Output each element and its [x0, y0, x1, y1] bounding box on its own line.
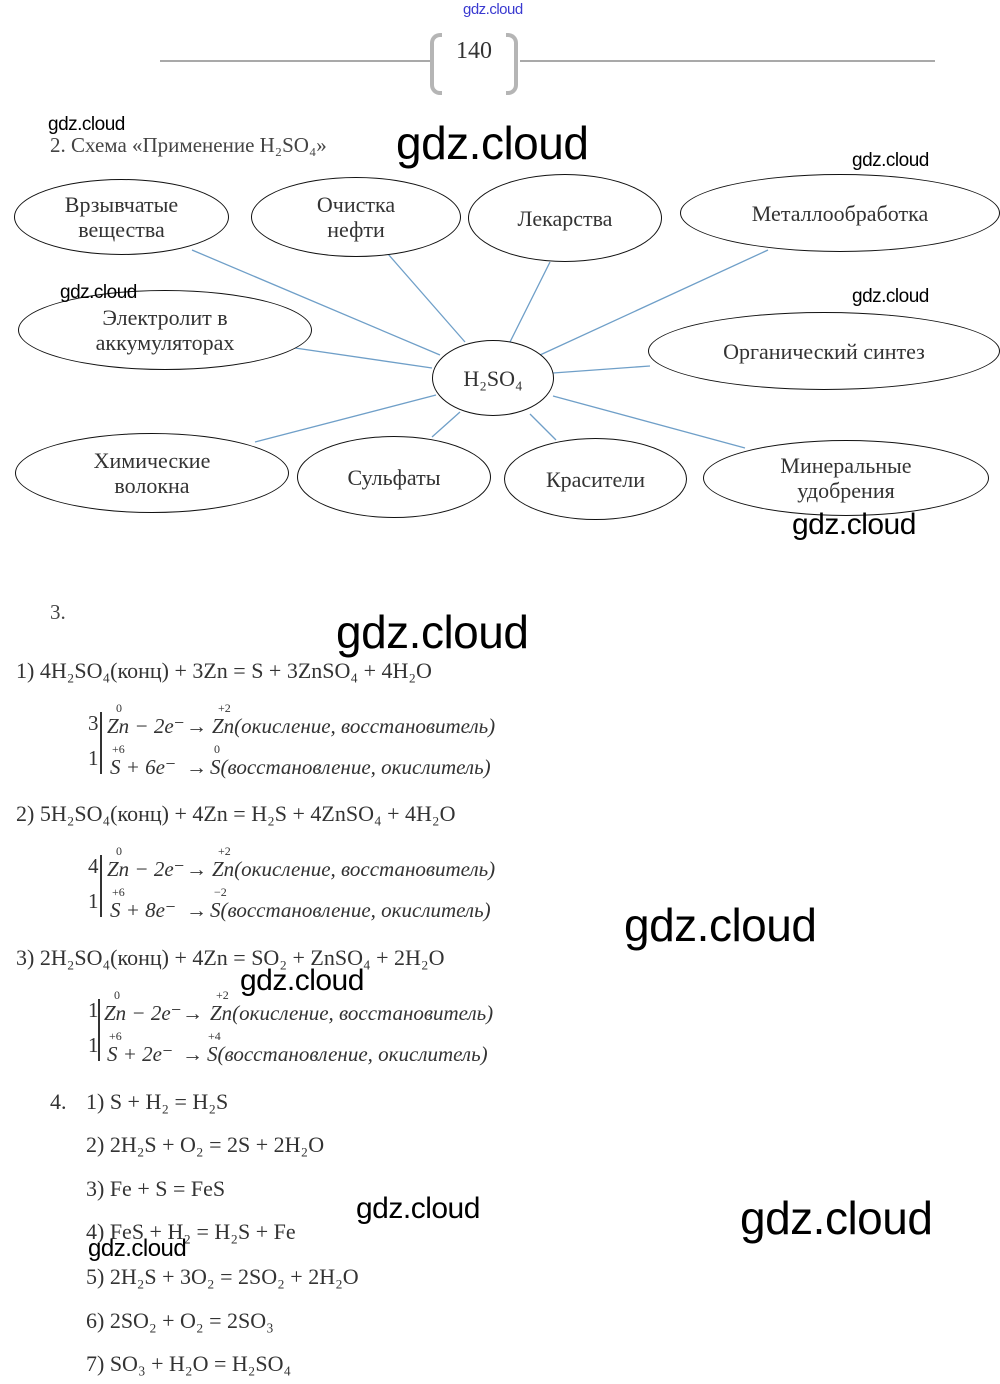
node-explosives: Врзывчатые вещества	[14, 179, 229, 255]
oxidation-state: −2	[214, 885, 227, 899]
connector-fibers	[254, 394, 437, 443]
oxidation-state: +6	[112, 885, 125, 899]
node-label: Врзывчатые вещества	[64, 192, 179, 242]
oxidation-state: 0	[214, 742, 220, 756]
node-label: Электролит в аккумуляторах	[95, 305, 235, 355]
header-rule-right	[520, 60, 935, 62]
half-reaction-left: Zn − 2e⁻	[104, 1001, 182, 1025]
watermark: gdz.cloud	[624, 899, 817, 951]
watermark: gdz.cloud	[60, 282, 137, 303]
task4-equation-7: 7) SO₃ + H₂O = H₂SO₄	[86, 1351, 292, 1376]
node-dyes: Красители	[504, 438, 687, 520]
node-electrolyte: Электролит в аккумуляторах	[18, 290, 312, 370]
node-label: Лекарства	[517, 205, 613, 231]
balance-coef: 1	[88, 1033, 99, 1057]
task4-number: 4.	[50, 1089, 67, 1114]
balance-bar	[98, 999, 100, 1061]
task4-equation-5: 5) 2H₂S + 3O₂ = 2SO₂ + 2H₂O	[86, 1264, 359, 1289]
task2-title: 2. Схема «Применение H₂SO₄»	[50, 133, 327, 157]
task4-equation-3: 3) Fe + S = FeS	[86, 1176, 226, 1201]
header-rule-left	[160, 60, 432, 62]
watermark: gdz.cloud	[336, 606, 529, 658]
node-label: Минеральные удобрения	[780, 453, 912, 503]
half-reaction-right: Zn(окисление, восстановитель)	[210, 1001, 494, 1025]
connector-explosives	[191, 249, 441, 356]
node-center-h2so4: H₂SO₄	[432, 340, 554, 416]
node-fibers: Химические волокна	[15, 433, 289, 513]
connector-metal	[539, 249, 769, 356]
node-medicine: Лекарства	[468, 174, 662, 262]
balance-coef: 4	[88, 854, 99, 878]
balance-bar	[100, 712, 102, 774]
node-label: Сульфаты	[347, 464, 441, 490]
half-reaction-right: S(восстановление, окислитель)	[210, 755, 491, 779]
connector-medicine	[509, 261, 551, 343]
node-sulfates: Сульфаты	[297, 436, 491, 518]
node-metal: Металлообработка	[680, 174, 1000, 252]
watermark: gdz.cloud	[88, 1235, 187, 1262]
task4-equation-1: 1) S + H₂ = H₂S	[86, 1089, 229, 1114]
node-label: Красители	[545, 466, 646, 492]
page-number: 140	[456, 38, 492, 64]
connector-oil	[387, 253, 466, 343]
balance-coef: 1	[88, 746, 99, 770]
watermark: gdz.cloud	[792, 508, 916, 541]
watermark: gdz.cloud	[740, 1192, 933, 1244]
watermark: gdz.cloud	[356, 1192, 480, 1225]
center-label: H₂SO₄	[463, 365, 523, 391]
oxidation-state: +6	[112, 742, 125, 756]
watermark: gdz.cloud	[852, 150, 929, 171]
half-reaction-right: S(восстановление, окислитель)	[210, 898, 491, 922]
watermark: gdz.cloud	[852, 286, 929, 307]
watermark: gdz.cloud	[48, 114, 125, 135]
connector-electrolyte	[294, 347, 433, 369]
watermark-top[interactable]: gdz.cloud	[463, 1, 523, 18]
connector-dyes	[529, 413, 557, 441]
half-reaction-left: Zn − 2e⁻	[107, 714, 185, 738]
watermark: gdz.cloud	[240, 964, 364, 997]
node-fertilizers: Минеральные удобрения	[703, 440, 989, 516]
task3-number: 3.	[50, 600, 66, 624]
oxidation-state: 0	[114, 988, 120, 1002]
oxidation-state: 0	[116, 844, 122, 858]
node-label: Химические волокна	[93, 448, 211, 498]
diagram-connectors	[191, 249, 769, 449]
half-reaction-right: S(восстановление, окислитель)	[207, 1042, 488, 1066]
page-bracket-left	[430, 33, 442, 95]
oxidation-state: +2	[218, 701, 231, 715]
oxidation-state: +4	[208, 1029, 221, 1043]
half-reaction-left: Zn − 2e⁻	[107, 857, 185, 881]
oxidation-state: +2	[218, 844, 231, 858]
connector-fertilizers	[552, 395, 746, 449]
node-organic: Органический синтез	[648, 312, 1000, 390]
oxidation-state: +2	[216, 988, 229, 1002]
balance-coef: 3	[88, 711, 99, 735]
node-oil: Очистка нефти	[251, 177, 461, 257]
task4-equation-4: 4) FeS + H₂ = H₂S + Fe	[86, 1219, 296, 1244]
balance-coef: 1	[88, 998, 99, 1022]
page-bracket-right	[506, 33, 518, 95]
reaction-2-equation: 2) 5H₂SO₄(конц) + 4Zn = H₂S + 4ZnSO₄ + 4…	[16, 801, 456, 826]
oxidation-state: +6	[109, 1029, 122, 1043]
oxidation-state: 0	[116, 701, 122, 715]
node-label: Металлообработка	[751, 200, 929, 226]
task4-equation-6: 6) 2SO₂ + O₂ = 2SO₃	[86, 1308, 274, 1333]
reaction-1-equation: 1) 4H₂SO₄(конц) + 3Zn = S + 3ZnSO₄ + 4H₂…	[16, 658, 432, 683]
connector-organic	[552, 365, 651, 374]
connector-sulfates	[431, 411, 461, 438]
half-reaction-left: S + 8e⁻	[110, 898, 177, 922]
half-reaction-left: S + 6e⁻	[110, 755, 177, 779]
node-label: Органический синтез	[723, 338, 925, 364]
node-label: Очистка нефти	[316, 192, 396, 242]
half-reaction-left: S + 2e⁻	[107, 1042, 174, 1066]
half-reaction-right: Zn(окисление, восстановитель)	[212, 857, 496, 881]
task4-equation-2: 2) 2H₂S + O₂ = 2S + 2H₂O	[86, 1132, 325, 1157]
reaction-3-equation: 3) 2H₂SO₄(конц) + 4Zn = SO₂ + ZnSO₄ + 2H…	[16, 945, 445, 970]
balance-coef: 1	[88, 889, 99, 913]
half-reaction-right: Zn(окисление, восстановитель)	[212, 714, 496, 738]
balance-bar	[100, 855, 102, 917]
watermark: gdz.cloud	[396, 117, 589, 169]
